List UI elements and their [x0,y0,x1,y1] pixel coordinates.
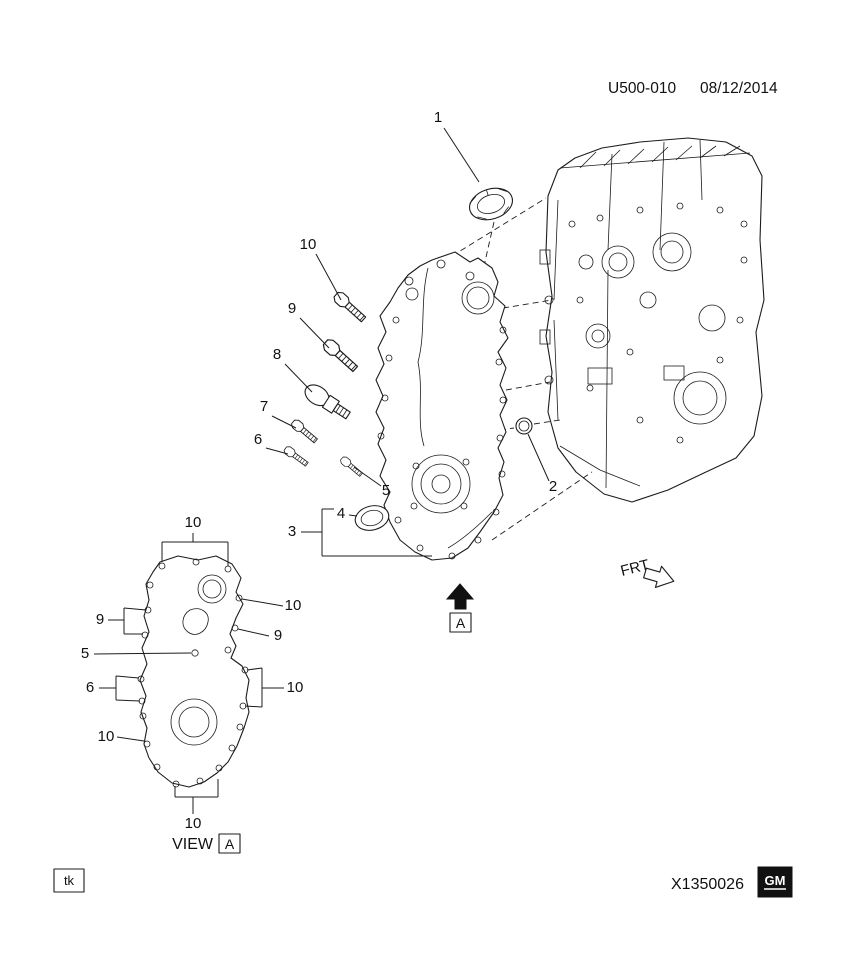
callouts-view: 10 9 10 9 5 6 10 10 10 [81,514,304,832]
timing-cover [375,251,509,561]
initials-text: tk [64,873,75,888]
callout-6: 6 [254,431,262,448]
callout-5: 5 [382,482,390,499]
view-callout-9-right: 9 [274,627,282,644]
leader-lines-main [265,127,550,557]
view-title: VIEW A [172,833,241,854]
bolt-5 [338,455,365,479]
drawing-number: X1350026 [671,876,744,893]
bolt-10 [331,289,369,325]
view-callout-10-right2: 10 [287,679,304,696]
screw-6 [282,444,310,469]
bolt-9 [320,336,361,375]
oil-filler-cap [469,187,513,221]
engine-block [539,137,765,503]
view-callout-5-left: 5 [81,645,89,662]
callout-8: 8 [273,346,281,363]
section-letter: A [456,615,466,631]
frt-arrow-icon [643,565,675,588]
doc-date: 08/12/2014 [700,80,778,97]
view-callout-6-left: 6 [86,679,94,696]
callout-9: 9 [288,300,296,317]
view-a-drawing [137,555,250,788]
gm-logo-text: GM [765,873,786,888]
callout-1: 1 [434,109,442,126]
gm-logo: GM [757,866,793,898]
up-arrow-icon [445,583,475,610]
frt-indicator: FRT [619,556,675,588]
doc-code: U500-010 [608,80,676,97]
view-callout-10-bottom: 10 [185,815,202,832]
assembly-lines [451,197,593,541]
callouts-main: 1 10 9 8 7 6 5 4 3 2 [254,109,557,540]
bolt-7 [289,417,320,446]
leader-lines-view [93,533,284,814]
callout-10: 10 [300,236,317,253]
seal-4 [354,505,390,531]
frt-label: FRT [619,556,651,579]
view-title-letter: A [225,836,235,852]
view-title-label: VIEW [172,836,214,853]
view-callout-10-left: 10 [98,728,115,745]
callout-4: 4 [337,505,345,522]
sensor-8 [304,384,351,420]
view-callout-10-right: 10 [285,597,302,614]
section-marker: A [445,583,475,633]
view-callout-9-left: 9 [96,611,104,628]
callout-2: 2 [549,478,557,495]
view-callout-10-top: 10 [185,514,202,531]
footer: tk X1350026 GM [53,866,793,898]
initials-box [53,868,85,893]
o-ring-2 [515,417,533,435]
callout-7: 7 [260,398,268,415]
callout-3: 3 [288,523,296,540]
